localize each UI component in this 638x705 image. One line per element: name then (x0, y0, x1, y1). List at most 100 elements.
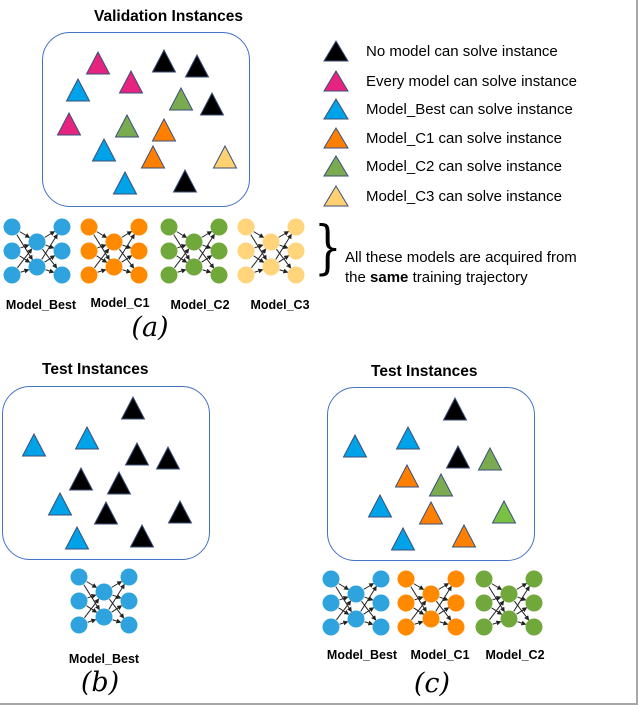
neuron-node (397, 594, 415, 612)
note-line-2: the same training trajectory (345, 268, 577, 288)
neural-network-icon (475, 570, 543, 636)
neuron-node (70, 592, 88, 610)
note-emphasis: same (370, 269, 409, 286)
connection-arrow (87, 618, 97, 624)
legend-item-c3: Model_C3 can solve instance (323, 185, 562, 207)
connection-arrow (177, 244, 187, 249)
neuron-node (210, 266, 228, 284)
neuron-node (70, 616, 88, 634)
connection-arrow (491, 583, 503, 590)
connection-arrow (17, 248, 33, 269)
neuron-node (500, 610, 518, 628)
connection-arrow (435, 585, 452, 612)
connection-arrow (411, 600, 427, 621)
legend-label: Every model can solve instance (366, 72, 577, 90)
model-label: Model_C2 (485, 648, 545, 662)
connection-arrow (87, 594, 97, 599)
neuron-node (397, 570, 415, 588)
pink-triangle-icon (323, 70, 349, 92)
neuron-node (105, 233, 123, 251)
legend-item-every: Every model can solve instance (323, 70, 577, 92)
legend-item-c2: Model_C2 can solve instance (323, 155, 562, 177)
neuron-node (105, 258, 123, 276)
neuron-node (120, 568, 138, 586)
connection-arrow (339, 596, 349, 601)
connection-arrow (336, 600, 352, 621)
neuron-node (372, 570, 390, 588)
connection-arrow (489, 600, 505, 621)
neuron-node (287, 242, 305, 260)
neuron-node (287, 218, 305, 236)
connection-arrow (438, 583, 450, 590)
model-label: Model_C1 (90, 296, 150, 310)
connection-arrow (118, 233, 135, 260)
neuron-node (237, 218, 255, 236)
neuron-node (120, 592, 138, 610)
network-icon-model-c2 (475, 570, 543, 636)
neural-network-icon (80, 218, 148, 284)
test-instances-box-b (2, 386, 210, 560)
model-label: Model_C1 (410, 648, 470, 662)
note-text: training trajectory (408, 269, 528, 286)
curly-brace-icon: } (314, 213, 342, 281)
connection-arrow (278, 231, 290, 238)
neuron-node (347, 585, 365, 603)
connection-arrow (278, 255, 290, 263)
connection-arrow (279, 268, 289, 274)
neural-network-icon (160, 218, 228, 284)
legend-label: Model_Best can solve instance (366, 100, 573, 118)
neural-network-icon (322, 570, 390, 636)
validation-instances-box (42, 32, 250, 207)
connection-arrow (254, 244, 264, 249)
neuron-node (160, 218, 178, 236)
connection-arrow (414, 596, 424, 601)
neuron-node (372, 594, 390, 612)
neuron-node (475, 618, 493, 636)
connection-arrow (492, 596, 502, 601)
black-triangle-icon (323, 40, 349, 62)
blue-triangle-icon (323, 98, 349, 120)
neuron-node (130, 266, 148, 284)
neural-network-icon (70, 568, 138, 634)
legend-label: Model_C2 can solve instance (366, 157, 562, 175)
connection-arrow (492, 620, 502, 626)
neuron-node (525, 594, 543, 612)
connection-arrow (174, 248, 190, 269)
connection-arrow (517, 620, 527, 626)
test-instances-title-b: Test Instances (42, 361, 149, 378)
neural-network-icon (397, 570, 465, 636)
connection-arrow (275, 233, 292, 260)
neuron-node (262, 233, 280, 251)
neuron-node (447, 570, 465, 588)
connection-arrow (111, 605, 123, 613)
legend-item-none: No model can solve instance (323, 40, 558, 62)
connection-arrow (253, 231, 265, 238)
neuron-node (210, 242, 228, 260)
neuron-node (322, 570, 340, 588)
neuron-node (322, 594, 340, 612)
connection-arrow (84, 598, 100, 619)
neuron-node (372, 618, 390, 636)
model-label: Model_C2 (170, 298, 230, 312)
model-label: Model_Best (5, 298, 77, 312)
neuron-node (130, 242, 148, 260)
connection-arrow (202, 268, 212, 274)
yellow-triangle-icon (323, 185, 349, 207)
neuron-node (422, 610, 440, 628)
connection-arrow (20, 244, 30, 249)
connection-arrow (86, 581, 98, 588)
orange-triangle-icon (323, 127, 349, 149)
connection-arrow (516, 583, 528, 590)
network-icon-model-c1 (80, 218, 148, 284)
model-label: Model_Best (326, 648, 398, 662)
connection-arrow (363, 607, 375, 615)
neuron-node (447, 618, 465, 636)
connection-arrow (201, 255, 213, 263)
neuron-node (53, 218, 71, 236)
neuron-node (347, 610, 365, 628)
neuron-node (3, 242, 21, 260)
neuron-node (322, 618, 340, 636)
model-label: Model_C3 (250, 298, 310, 312)
connection-arrow (516, 607, 528, 615)
